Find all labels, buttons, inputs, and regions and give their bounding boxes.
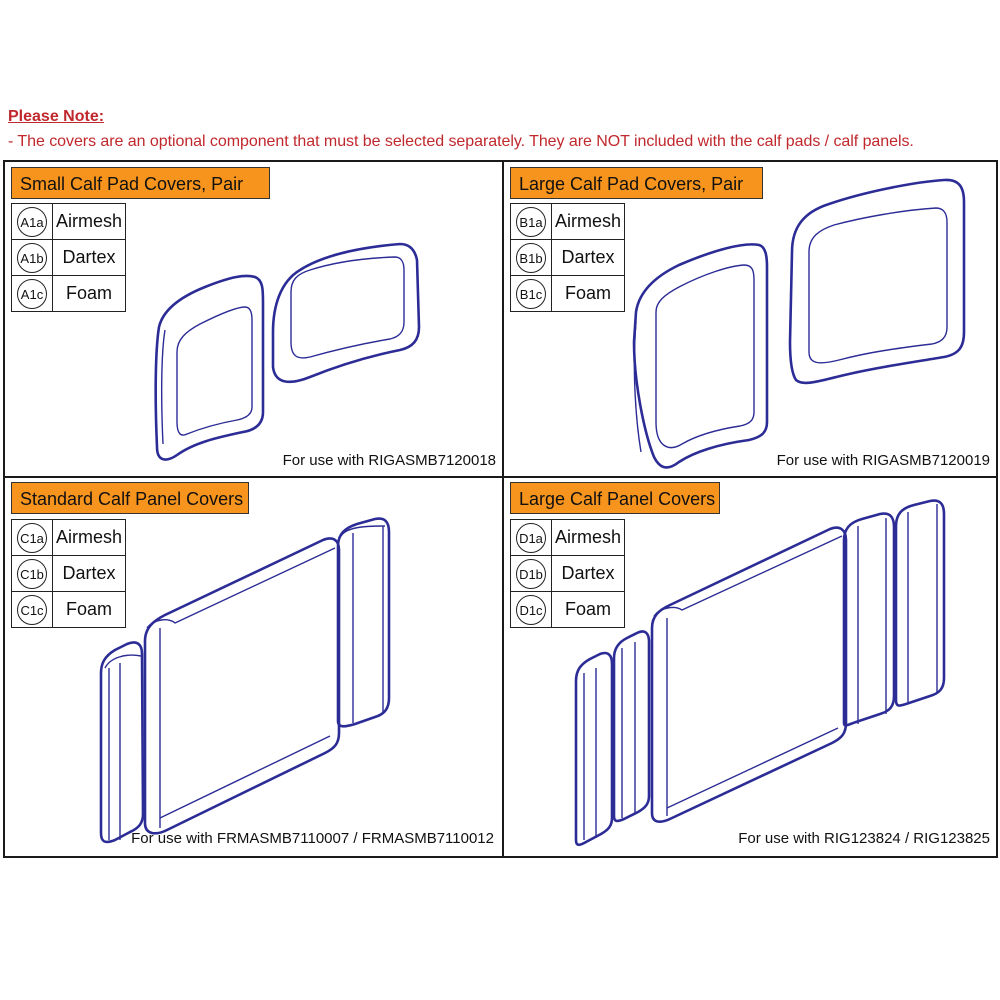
option-code-badge: A1b bbox=[17, 242, 47, 273]
option-code-badge: A1a bbox=[17, 206, 47, 237]
panel-small-calf-pad-covers: Small Calf Pad Covers, Pair A1a Airmesh … bbox=[5, 162, 502, 476]
option-material: Airmesh bbox=[52, 519, 126, 556]
option-code-badge: C1c bbox=[17, 594, 47, 625]
option-code-badge: A1c bbox=[17, 278, 47, 309]
option-row-foam[interactable]: D1c Foam bbox=[510, 591, 625, 628]
option-code-badge: D1a bbox=[516, 522, 546, 553]
material-options-table: A1a Airmesh A1b Dartex A1c Foam bbox=[11, 203, 126, 312]
option-row-foam[interactable]: B1c Foam bbox=[510, 275, 625, 312]
option-row-dartex[interactable]: C1b Dartex bbox=[11, 555, 126, 592]
option-material: Foam bbox=[52, 591, 126, 628]
option-row-airmesh[interactable]: B1a Airmesh bbox=[510, 203, 625, 240]
option-code-badge: C1a bbox=[17, 522, 47, 553]
option-row-foam[interactable]: A1c Foam bbox=[11, 275, 126, 312]
compatibility-note: For use with RIGASMB7120019 bbox=[776, 452, 990, 469]
option-material: Dartex bbox=[551, 239, 625, 276]
option-material: Foam bbox=[52, 275, 126, 312]
panel-title: Large Calf Pad Covers, Pair bbox=[510, 167, 763, 199]
large-calf-pad-drawing bbox=[632, 178, 966, 469]
vertical-divider bbox=[502, 162, 504, 856]
panel-title: Large Calf Panel Covers bbox=[510, 482, 720, 514]
option-material: Airmesh bbox=[52, 203, 126, 240]
option-row-airmesh[interactable]: A1a Airmesh bbox=[11, 203, 126, 240]
option-row-airmesh[interactable]: C1a Airmesh bbox=[11, 519, 126, 556]
option-row-airmesh[interactable]: D1a Airmesh bbox=[510, 519, 625, 556]
option-row-foam[interactable]: C1c Foam bbox=[11, 591, 126, 628]
option-code-badge: D1b bbox=[516, 558, 546, 589]
material-options-table: C1a Airmesh C1b Dartex C1c Foam bbox=[11, 519, 126, 628]
panel-standard-calf-panel-covers: Standard Calf Panel Covers C1a Airmesh C… bbox=[5, 478, 502, 856]
panel-title: Standard Calf Panel Covers bbox=[11, 482, 249, 514]
option-code-badge: B1b bbox=[516, 242, 546, 273]
material-options-table: B1a Airmesh B1b Dartex B1c Foam bbox=[510, 203, 625, 312]
small-calf-pad-drawing bbox=[154, 242, 421, 461]
material-options-table: D1a Airmesh D1b Dartex D1c Foam bbox=[510, 519, 625, 628]
option-code-badge: D1c bbox=[516, 594, 546, 625]
compatibility-note: For use with FRMASMB7110007 / FRMASMB711… bbox=[131, 830, 494, 847]
please-note-text: - The covers are an optional component t… bbox=[8, 133, 914, 150]
compatibility-note: For use with RIG123824 / RIG123825 bbox=[738, 830, 990, 847]
compatibility-note: For use with RIGASMB7120018 bbox=[282, 452, 496, 469]
standard-calf-panel-drawing bbox=[99, 517, 391, 844]
option-material: Foam bbox=[551, 591, 625, 628]
panel-large-calf-panel-covers: Large Calf Panel Covers D1a Airmesh D1b … bbox=[504, 478, 996, 856]
option-material: Dartex bbox=[52, 239, 126, 276]
large-calf-panel-drawing bbox=[574, 499, 946, 847]
option-code-badge: B1c bbox=[516, 278, 546, 309]
product-grid: Small Calf Pad Covers, Pair A1a Airmesh … bbox=[3, 160, 998, 858]
option-code-badge: C1b bbox=[17, 558, 47, 589]
option-material: Airmesh bbox=[551, 203, 625, 240]
option-code-badge: B1a bbox=[516, 206, 546, 237]
option-row-dartex[interactable]: A1b Dartex bbox=[11, 239, 126, 276]
please-note-heading: Please Note: bbox=[8, 108, 105, 125]
option-material: Dartex bbox=[551, 555, 625, 592]
option-row-dartex[interactable]: D1b Dartex bbox=[510, 555, 625, 592]
option-row-dartex[interactable]: B1b Dartex bbox=[510, 239, 625, 276]
horizontal-divider bbox=[5, 476, 996, 478]
panel-large-calf-pad-covers: Large Calf Pad Covers, Pair B1a Airmesh … bbox=[504, 162, 996, 476]
panel-title: Small Calf Pad Covers, Pair bbox=[11, 167, 270, 199]
option-material: Foam bbox=[551, 275, 625, 312]
option-material: Airmesh bbox=[551, 519, 625, 556]
option-material: Dartex bbox=[52, 555, 126, 592]
